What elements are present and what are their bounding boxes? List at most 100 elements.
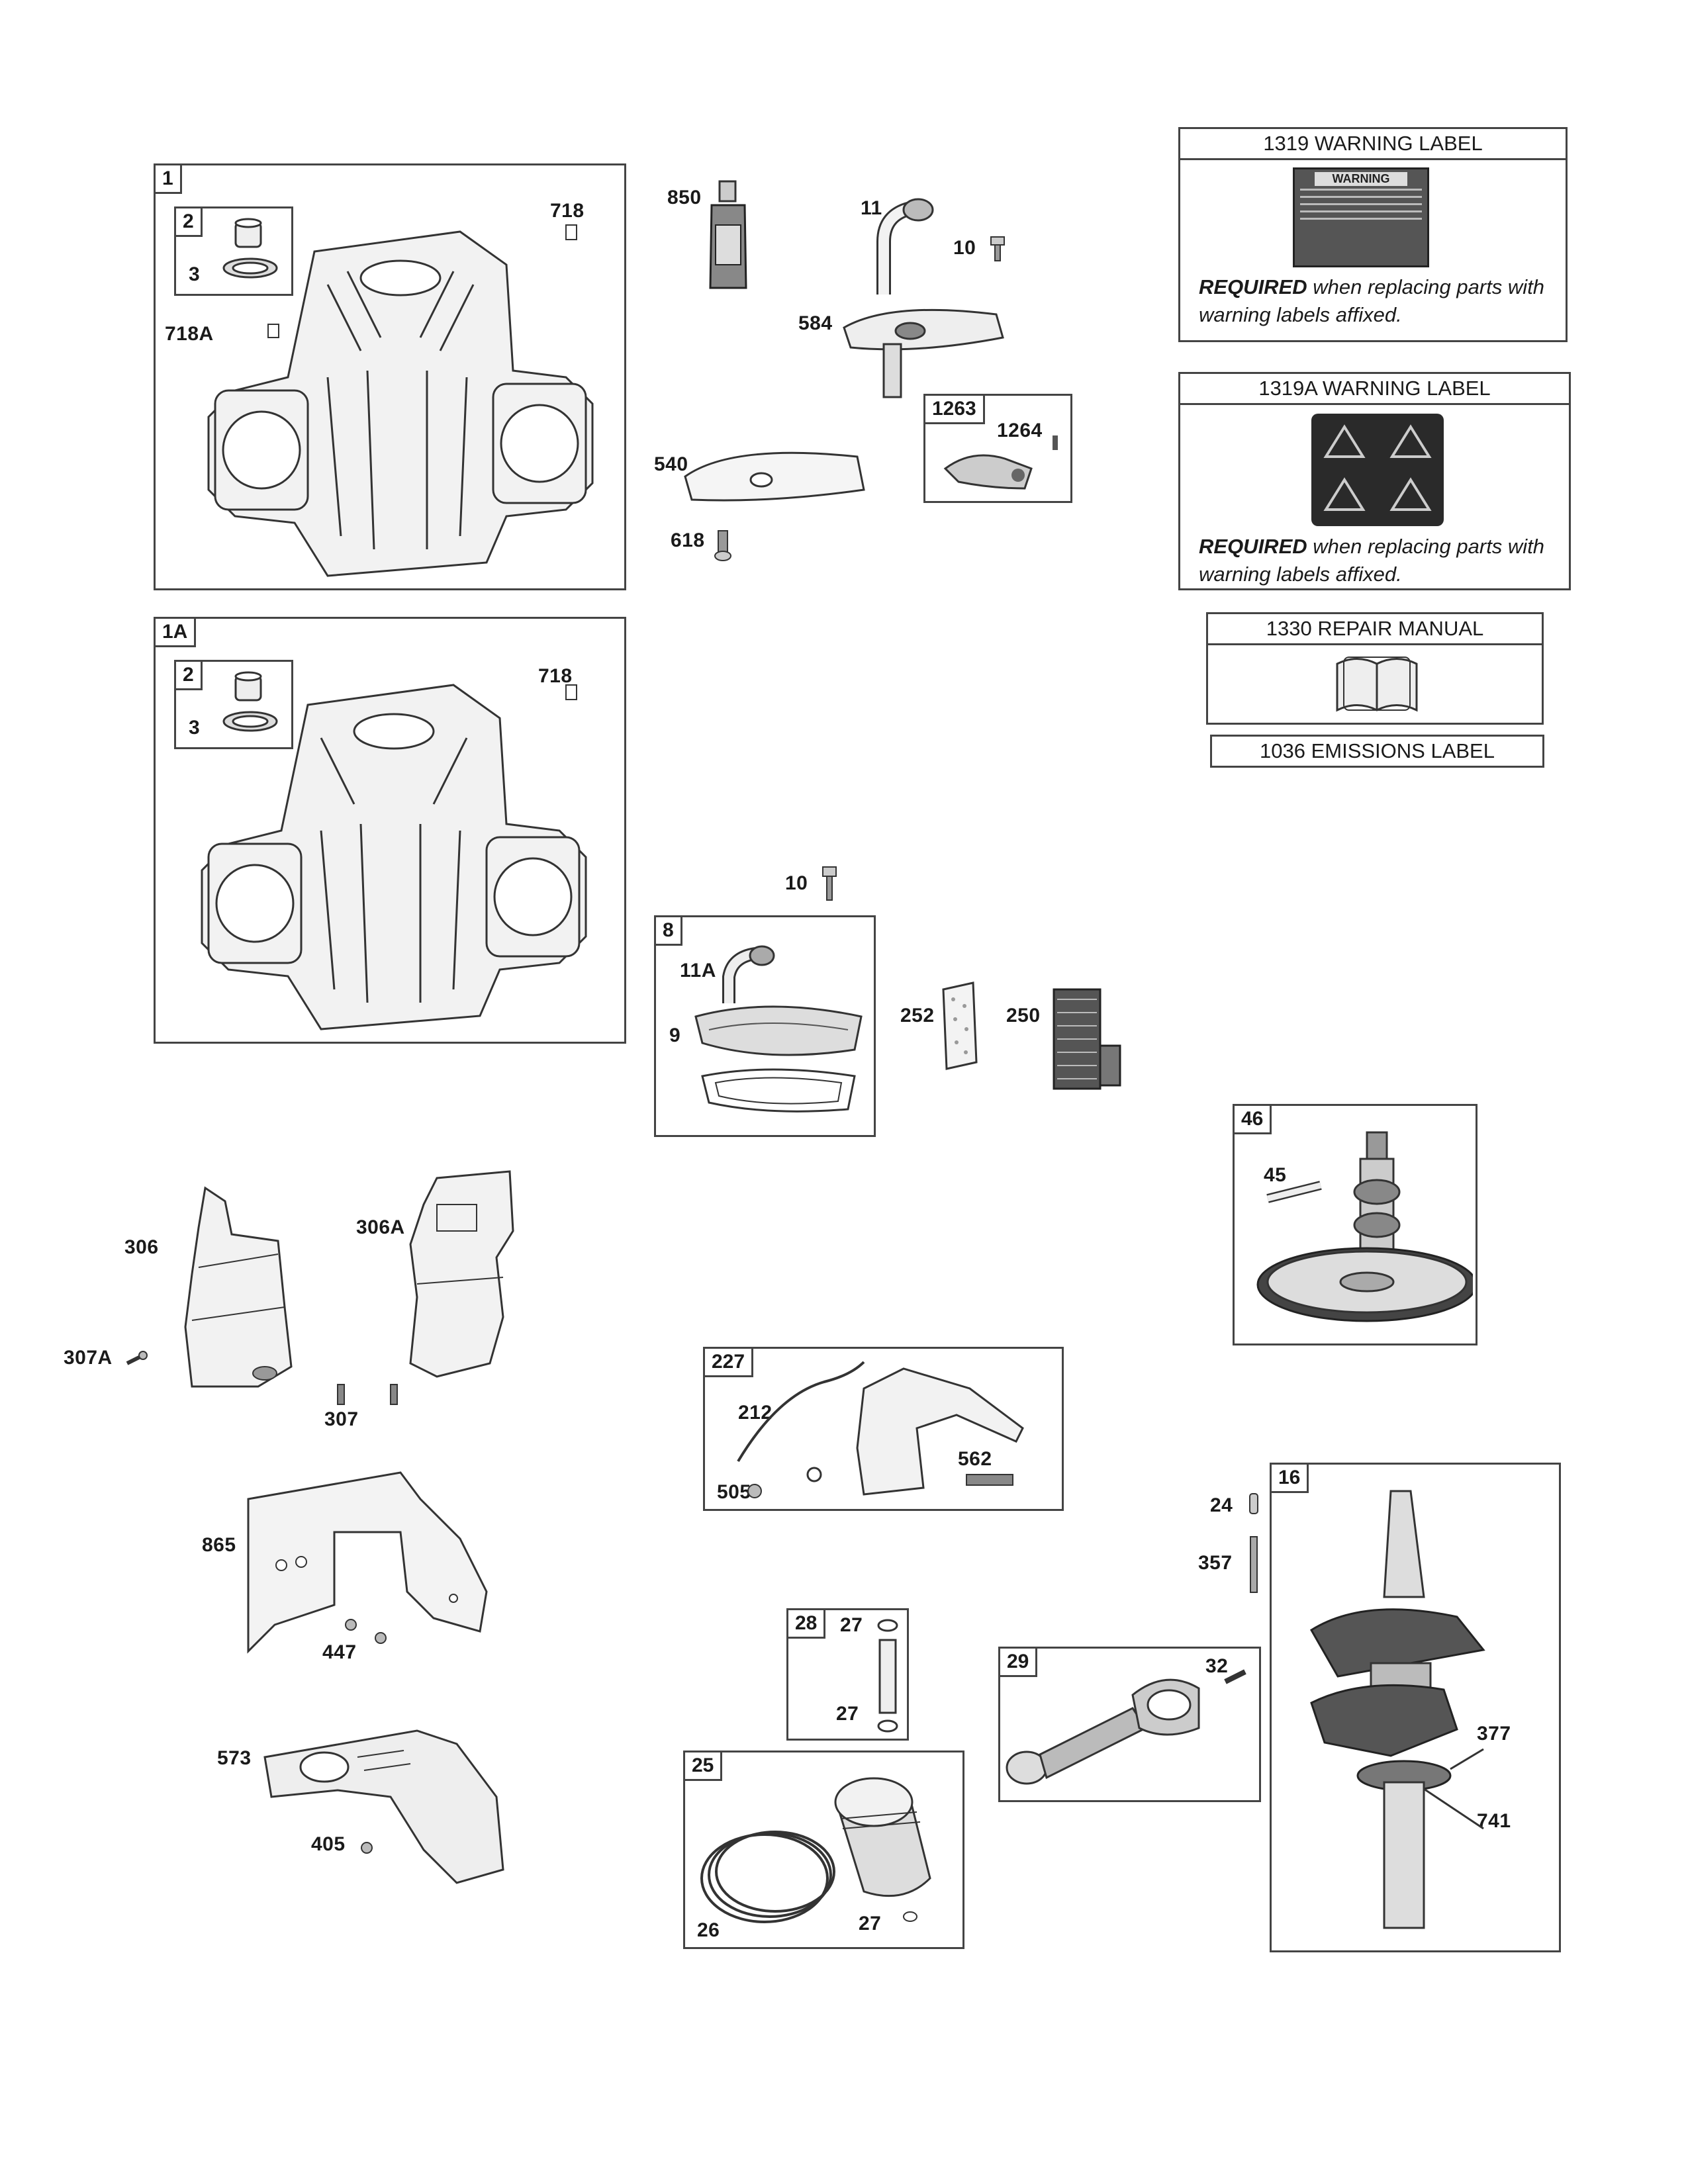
part-label-11: 11	[861, 197, 882, 219]
part-label-718: 718	[538, 665, 573, 687]
pin-icon	[1250, 1536, 1258, 1593]
part-box-16: 16 377 741	[1270, 1463, 1561, 1952]
repair-manual-book-icon	[1336, 657, 1418, 712]
part-label-562: 562	[958, 1448, 992, 1470]
part-label-573: 573	[217, 1747, 252, 1769]
bolt-icon	[822, 866, 837, 901]
part-label-10-b: 10	[785, 872, 808, 894]
box-number: 8	[656, 917, 682, 946]
part-label-718a: 718A	[165, 323, 214, 345]
part-label-252: 252	[900, 1005, 935, 1026]
part-label-584: 584	[798, 312, 833, 334]
box-number: 29	[1000, 1649, 1038, 1677]
engine-crankcase-icon	[207, 224, 594, 577]
required-text: when replacing parts with warning labels…	[1199, 535, 1545, 586]
box-number: 16	[1272, 1465, 1309, 1493]
part-label-306a: 306A	[356, 1216, 405, 1238]
part-label-27: 27	[836, 1703, 859, 1725]
sealant-tube-icon	[709, 180, 747, 289]
part-label-618: 618	[671, 529, 705, 551]
part-label-3: 3	[189, 263, 201, 285]
box-number: 46	[1235, 1106, 1272, 1134]
part-label-212: 212	[738, 1402, 773, 1424]
part-label-306: 306	[124, 1236, 159, 1258]
engine-baffle-plate-icon	[247, 1471, 488, 1654]
crankshaft-icon	[1309, 1490, 1485, 1929]
box-number: 2	[176, 208, 203, 237]
bushing-icon	[222, 218, 278, 279]
camshaft-gear-icon	[1256, 1131, 1473, 1322]
bushing-icon	[222, 671, 278, 732]
part-box-46: 46 45	[1233, 1104, 1477, 1345]
screw-pair-icon	[337, 1384, 398, 1405]
part-label-1264: 1264	[997, 420, 1043, 441]
part-label-10: 10	[953, 237, 976, 259]
part-label-32: 32	[1205, 1655, 1229, 1677]
connecting-rod-icon	[1006, 1669, 1246, 1785]
warning-sticker-icon: WARNING	[1293, 167, 1429, 267]
part-label-45: 45	[1264, 1164, 1287, 1186]
part-label-540: 540	[654, 453, 688, 475]
box-number: 2	[176, 662, 203, 690]
part-box-1263: 1263 1264	[923, 394, 1072, 503]
cylinder-shield-icon	[263, 1729, 504, 1884]
breather-tube-icon	[876, 198, 934, 295]
box-number: 25	[685, 1752, 723, 1781]
screw-icon	[126, 1351, 148, 1365]
warning-label-title: 1319A WARNING LABEL	[1180, 374, 1569, 405]
part-label-26: 26	[697, 1919, 720, 1941]
part-label-307a: 307A	[64, 1347, 113, 1369]
repair-manual-title: 1330 REPAIR MANUAL	[1208, 614, 1542, 645]
blower-housing-left-icon	[184, 1186, 293, 1388]
hazard-symbols-icon	[1311, 414, 1444, 526]
key-icon	[1249, 1493, 1258, 1514]
part-box-29: 29 32	[998, 1647, 1261, 1802]
part-label-24: 24	[1210, 1494, 1233, 1516]
required-text: when replacing parts with warning labels…	[1199, 275, 1545, 326]
part-label-250: 250	[1006, 1005, 1041, 1026]
part-box-25: 25 26 27	[683, 1751, 964, 1949]
breather-assembly-icon	[694, 945, 863, 1113]
part-label-447: 447	[322, 1641, 357, 1663]
part-box-28: 28 27 27	[786, 1608, 909, 1741]
part-label-9: 9	[669, 1024, 681, 1046]
part-box-1: 1 2 3 718 718A	[154, 163, 626, 590]
part-label-3: 3	[189, 717, 201, 739]
subbox-2: 2	[174, 660, 293, 749]
part-label-718: 718	[550, 200, 585, 222]
part-label-307: 307	[324, 1408, 359, 1430]
part-label-357: 357	[1198, 1552, 1233, 1574]
piston-rings-icon	[700, 1777, 931, 1923]
box-number: 227	[705, 1349, 754, 1377]
screw-icon	[361, 1842, 373, 1854]
part-box-8: 8 11A 9	[654, 915, 876, 1137]
governor-linkage-icon	[737, 1361, 1024, 1498]
part-box-227: 227 212 505 562	[703, 1347, 1064, 1511]
required-keyword: REQUIRED	[1199, 535, 1307, 558]
required-keyword: REQUIRED	[1199, 275, 1307, 298]
part-label-27: 27	[859, 1913, 882, 1934]
gasket-icon	[684, 451, 865, 502]
clip-icon	[943, 435, 1058, 490]
part-label-850: 850	[667, 187, 702, 208]
warning-label-title: 1319 WARNING LABEL	[1180, 129, 1566, 160]
screw-icon	[714, 530, 731, 561]
emissions-label-1036: 1036 EMISSIONS LABEL	[1210, 735, 1544, 768]
engine-crankcase-icon	[201, 684, 587, 1030]
part-label-865: 865	[202, 1534, 236, 1556]
part-box-1a: 1A 2 3 718	[154, 617, 626, 1044]
part-label-27: 27	[840, 1614, 863, 1636]
warning-required-note: REQUIRED when replacing parts with warni…	[1199, 533, 1556, 588]
bolt-icon	[990, 236, 1005, 261]
part-label-377: 377	[1477, 1723, 1511, 1745]
box-number: 1263	[925, 396, 985, 424]
breather-cover-icon	[843, 308, 1004, 398]
repair-manual-1330: 1330 REPAIR MANUAL	[1206, 612, 1544, 725]
foam-filter-icon	[942, 981, 978, 1070]
part-label-505: 505	[717, 1481, 751, 1503]
warning-label-1319a: 1319A WARNING LABEL REQUIRED when replac…	[1178, 372, 1571, 590]
part-label-11a: 11A	[680, 960, 716, 981]
piston-pin-icon	[877, 1619, 898, 1733]
warning-label-1319: 1319 WARNING LABEL WARNING REQUIRED when…	[1178, 127, 1568, 342]
warning-required-note: REQUIRED when replacing parts with warni…	[1199, 273, 1552, 329]
